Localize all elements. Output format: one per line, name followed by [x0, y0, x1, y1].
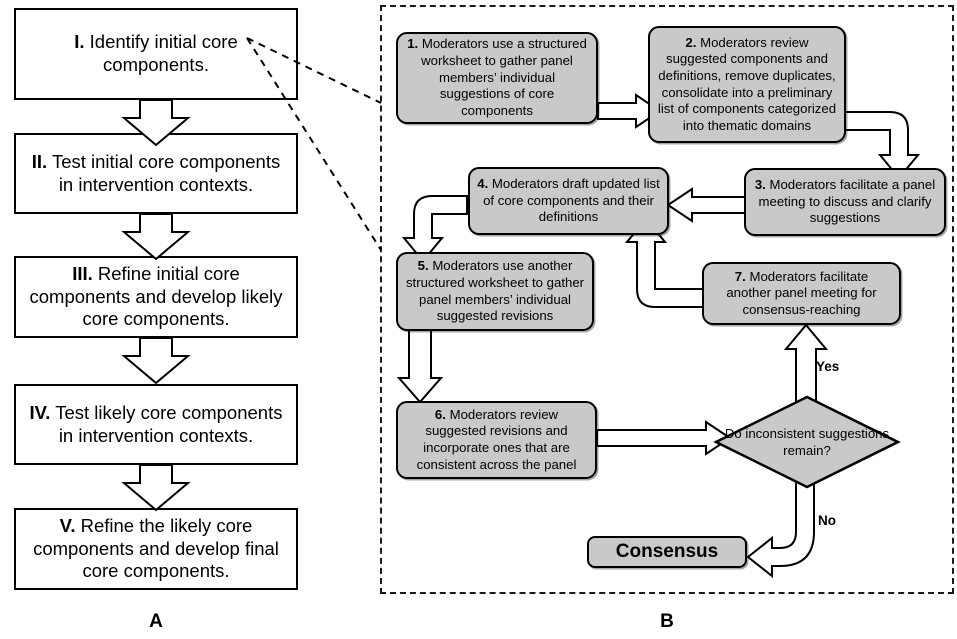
panel-a: I. Identify initial core components. II.…	[0, 0, 372, 639]
step-6-number: 6.	[434, 406, 446, 422]
process-step-6[interactable]: 6. Moderators review suggested revisions…	[396, 401, 597, 479]
consensus-label: Consensus	[615, 541, 719, 563]
stage-box-1[interactable]: I. Identify initial core components.	[14, 8, 298, 100]
stage-4-text: Test likely core components in intervent…	[50, 401, 283, 446]
step-3-number: 3.	[754, 177, 766, 193]
step-2-number: 2.	[685, 34, 697, 50]
stage-box-3[interactable]: III. Refine initial core components and …	[14, 256, 298, 338]
step-5-number: 5.	[417, 258, 429, 274]
step-2-text: Moderators review suggested components a…	[657, 34, 837, 133]
panel-b-frame	[380, 5, 954, 594]
step-4-number: 4.	[477, 176, 489, 192]
decision-diamond-label: Do inconsistent suggestions remain?	[724, 425, 890, 458]
step-5-text: Moderators use another structured worksh…	[405, 258, 585, 324]
stage-box-2[interactable]: II. Test initial core components in inte…	[14, 133, 298, 214]
edge-label-yes: Yes	[816, 359, 840, 374]
process-step-4[interactable]: 4. Moderators draft updated list of core…	[468, 167, 669, 235]
stage-2-number: II.	[31, 150, 48, 172]
stage-3-number: III.	[72, 263, 93, 285]
stage-1-number: I.	[74, 31, 85, 53]
process-step-7[interactable]: 7. Moderators facilitate another panel m…	[702, 262, 901, 325]
step-4-text: Moderators draft updated list of core co…	[483, 176, 660, 225]
stage-1-text: Identify initial core components.	[84, 31, 238, 75]
consensus-terminal[interactable]: Consensus	[587, 536, 747, 568]
panel-b-label: B	[660, 611, 674, 632]
step-7-number: 7.	[734, 268, 746, 284]
process-step-5[interactable]: 5. Moderators use another structured wor…	[396, 252, 594, 331]
step-3-text: Moderators facilitate a panel meeting to…	[758, 177, 936, 226]
stage-3-text: Refine initial core components and devel…	[29, 263, 283, 330]
edge-label-no: No	[818, 513, 836, 528]
stage-box-4[interactable]: IV. Test likely core components in inter…	[14, 384, 298, 465]
step-7-text: Moderators facilitate another panel meet…	[726, 268, 877, 317]
stage-4-number: IV.	[29, 401, 51, 423]
process-step-3[interactable]: 3. Moderators facilitate a panel meeting…	[744, 168, 946, 236]
stage-5-text: Refine the likely core components and de…	[33, 515, 279, 582]
stage-2-text: Test initial core components in interven…	[47, 150, 281, 195]
process-step-1[interactable]: 1. Moderators use a structured worksheet…	[396, 32, 598, 124]
stage-5-number: V.	[59, 515, 76, 537]
step-6-text: Moderators review suggested revisions an…	[416, 406, 577, 472]
step-1-number: 1.	[407, 36, 419, 52]
process-step-2[interactable]: 2. Moderators review suggested component…	[648, 26, 846, 143]
panel-a-label: A	[149, 611, 163, 632]
stage-box-5[interactable]: V. Refine the likely core components and…	[14, 508, 298, 590]
step-1-text: Moderators use a structured worksheet to…	[418, 36, 587, 118]
decision-diamond[interactable]: Do inconsistent suggestions remain?	[712, 394, 902, 490]
